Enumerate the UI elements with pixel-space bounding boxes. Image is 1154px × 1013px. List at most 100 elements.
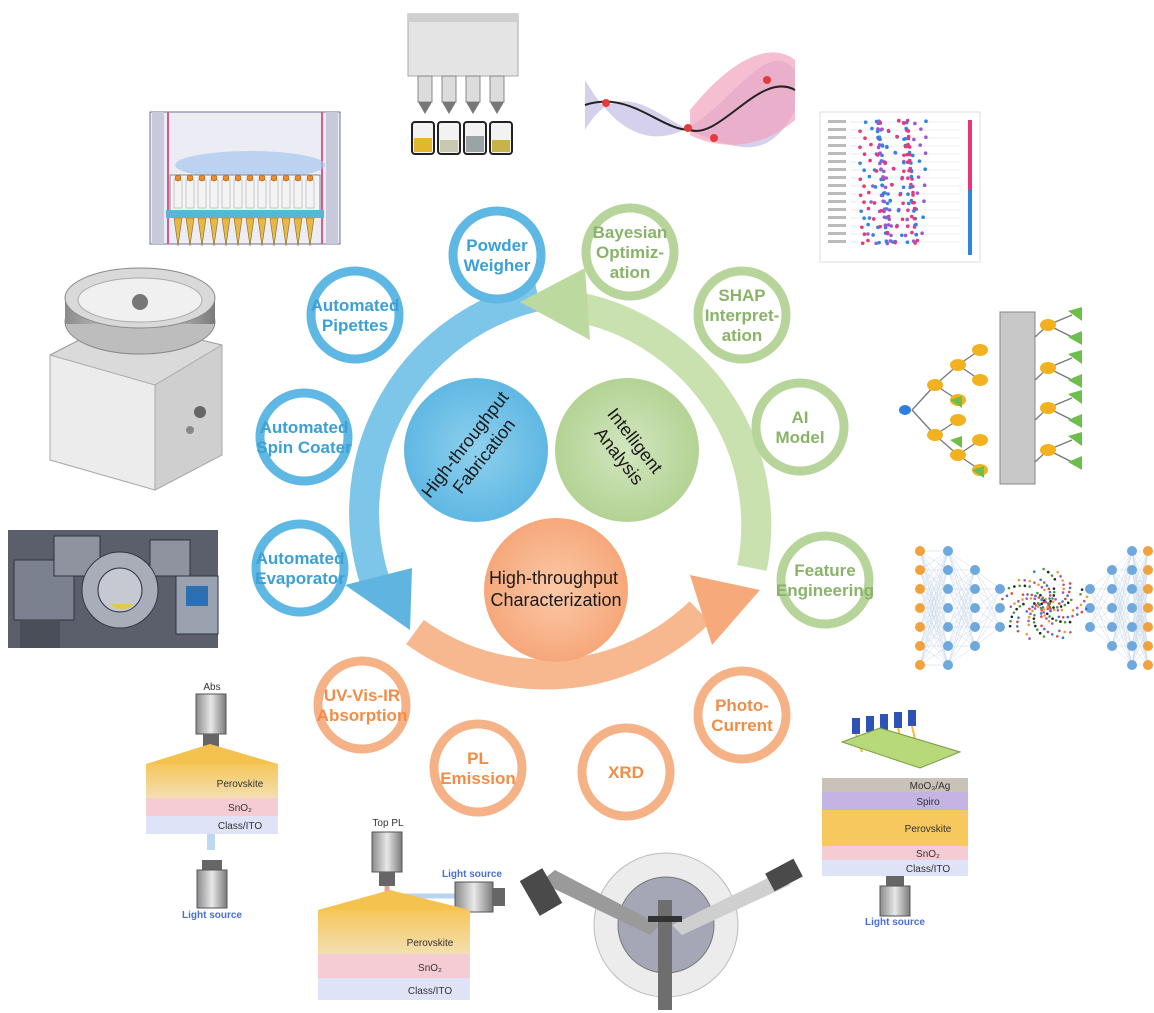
characterization-center-line-2: Characterization xyxy=(490,590,621,610)
pl-detector-label: Top PL xyxy=(372,818,404,829)
automated-spin-coater-label-line: Spin Coater xyxy=(256,438,352,457)
svg-text:High-throughput Characte: High-throughput Characterization xyxy=(489,568,623,610)
powder-weigher-illustration xyxy=(407,13,519,155)
automated-spin-coater-ring xyxy=(255,388,353,486)
pl-emission-label-line: PL xyxy=(467,749,489,768)
bayesian-optimization-ring xyxy=(581,203,679,301)
photo-current-node: Photo-Current xyxy=(693,666,791,764)
stack-layer-perovskite: Perovskite xyxy=(905,824,952,835)
feature-engineering-label-line: Feature xyxy=(794,561,855,580)
automated-evaporator-ring xyxy=(251,519,349,617)
analysis-arrowhead xyxy=(520,268,590,340)
automated-pipettes-ring xyxy=(306,266,404,364)
automated-pipettes-label-line: Pipettes xyxy=(322,316,388,335)
xrd-label-line: XRD xyxy=(608,763,644,782)
characterization-circle xyxy=(484,518,628,662)
center-hub: High-throughput Fabrication Intelligent … xyxy=(404,378,699,662)
shap-interpretation-label-line: SHAP xyxy=(718,286,765,305)
abs-detector-label: Abs xyxy=(203,682,220,693)
device-stack-illustration: MoO₃/Ag Spiro Perovskite SnO₂ Class/ITO … xyxy=(822,710,968,928)
shap-interpretation-ring xyxy=(693,266,791,364)
xrd-node: XRD xyxy=(577,723,675,821)
photo-current-label-line: Photo- xyxy=(715,696,769,715)
bayesian-optimization-label-line: Bayesian xyxy=(593,223,668,242)
bayesian-optimization-label-line: ation xyxy=(610,263,651,282)
ai-model-label-line: AI xyxy=(792,408,809,427)
abs-layer-perovskite: Perovskite xyxy=(217,779,264,790)
shap-summary-plot xyxy=(819,111,981,263)
spin-coater-illustration xyxy=(49,267,223,491)
stack-light-source-label: Light source xyxy=(865,917,925,928)
photo-current-label: Photo-Current xyxy=(711,696,773,735)
pl-light-source-label: Light source xyxy=(442,869,502,880)
bayesian-optimization-plot xyxy=(584,52,796,148)
pl-layer-perovskite: Perovskite xyxy=(407,938,454,949)
characterization-center-line-1: High-throughput xyxy=(489,568,618,588)
ai-model-tree xyxy=(899,307,1082,485)
pipette-robot-illustration xyxy=(149,111,341,247)
characterization-arrowhead xyxy=(690,575,760,645)
uv-vis-ir-absorption-label-line: Absorption xyxy=(317,706,408,725)
xrd-ring xyxy=(577,723,675,821)
ai-model-ring xyxy=(751,378,849,476)
absorption-setup-illustration: Abs Perovskite SnO₂ Class/ITO Light sour… xyxy=(146,682,278,921)
pl-layer-ito: Class/ITO xyxy=(408,986,452,997)
automated-evaporator-label-line: Automated xyxy=(256,549,345,568)
bayesian-optimization-label-line: Optimiz- xyxy=(596,243,664,262)
xrd-label: XRD xyxy=(608,763,644,782)
powder-weigher-label-line: Weigher xyxy=(464,256,531,275)
automated-evaporator-label-line: Evaporator xyxy=(255,569,345,588)
abs-layer-ito: Class/ITO xyxy=(218,821,262,832)
stack-layer-ito: Class/ITO xyxy=(906,864,950,875)
powder-weigher-label-line: Powder xyxy=(466,236,528,255)
automated-pipettes-label-line: Automated xyxy=(311,296,400,315)
feature-engineering-label-line: Engineering xyxy=(776,581,874,600)
fabrication-arrowhead xyxy=(345,568,412,630)
xrd-goniometer-illustration xyxy=(519,852,803,1010)
shap-interpretation-label-line: Interpret- xyxy=(705,306,780,325)
characterization-arrow xyxy=(406,601,711,690)
uv-vis-ir-absorption-ring xyxy=(313,656,411,754)
photo-current-label-line: Current xyxy=(711,716,773,735)
pl-emission-label-line: Emission xyxy=(440,769,516,788)
shap-interpretation-label-line: ation xyxy=(722,326,763,345)
uv-vis-ir-absorption-label-line: UV-Vis-IR xyxy=(324,686,400,705)
stack-layer-moo3-ag: MoO₃/Ag xyxy=(910,781,951,792)
photo-current-ring xyxy=(693,666,791,764)
powder-weigher-ring xyxy=(448,206,546,304)
pl-layer-sno2: SnO₂ xyxy=(418,963,442,974)
feature-engineering-ring xyxy=(776,531,874,629)
fabrication-arrow xyxy=(349,281,542,596)
cycle-arrows xyxy=(345,268,772,690)
stack-layer-sno2: SnO₂ xyxy=(916,849,940,860)
feature-engineering-network xyxy=(915,546,1153,670)
stack-layer-spiro: Spiro xyxy=(916,797,940,808)
automated-spin-coater-label-line: Automated xyxy=(260,418,349,437)
ai-model-label-line: Model xyxy=(775,428,824,447)
fabrication-circle xyxy=(404,378,548,522)
evaporator-illustration xyxy=(8,530,219,648)
abs-light-source-label: Light source xyxy=(182,910,242,921)
pl-setup-illustration: Top PL Light source Perovskite SnO₂ Clas… xyxy=(318,818,505,1000)
analysis-circle xyxy=(555,378,699,522)
